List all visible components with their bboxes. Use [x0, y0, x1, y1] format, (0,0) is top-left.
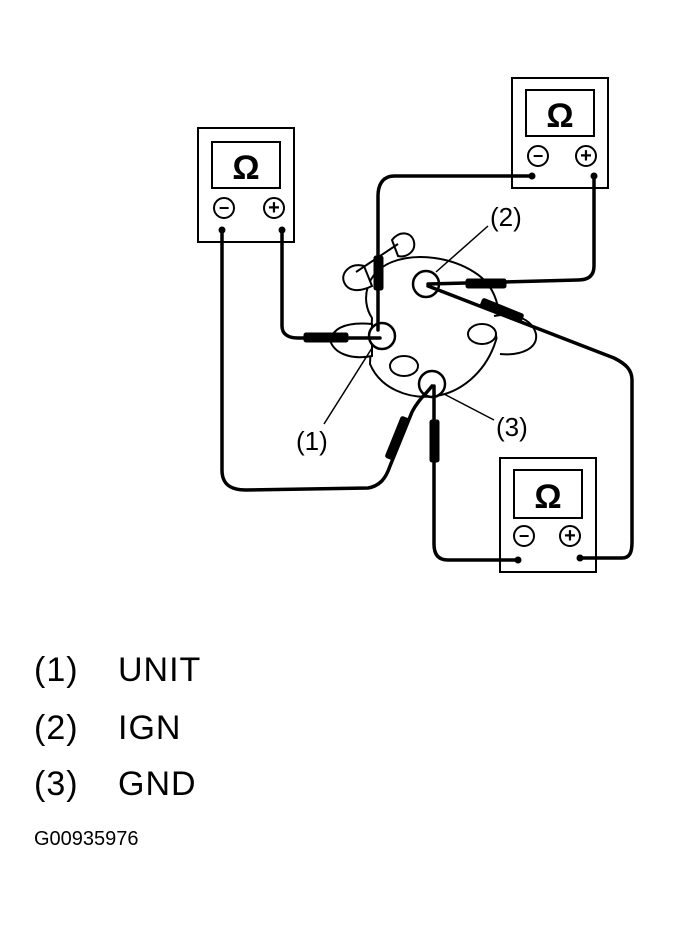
- meter-b-plus: +: [580, 145, 592, 167]
- legend-text: IGN: [118, 709, 182, 747]
- legend-num: (2): [34, 709, 79, 747]
- test-leads: [220, 174, 634, 562]
- meter-b-omega: Ω: [546, 97, 573, 135]
- terminal-1: [367, 321, 397, 351]
- terminal-3: [417, 369, 447, 399]
- legend-num: (3): [34, 765, 79, 803]
- ohmmeter-c: Ω − +: [499, 457, 597, 573]
- ohmmeter-b: Ω − +: [511, 77, 609, 189]
- meter-a-minus: −: [219, 198, 230, 218]
- callout-2: (2): [490, 202, 522, 232]
- lead-a-minus: [220, 228, 434, 492]
- meter-c-plus: +: [564, 525, 576, 547]
- meter-b-minus: −: [533, 146, 544, 166]
- lead-b-plus: [426, 174, 596, 286]
- lead-b-minus: [376, 174, 534, 332]
- legend-text: UNIT: [118, 651, 202, 689]
- callout-leaders: [323, 225, 495, 425]
- lead-a-plus: [280, 228, 382, 340]
- ohmmeter-a: Ω − +: [197, 127, 295, 243]
- legend-text: GND: [118, 765, 197, 803]
- legend-num: (1): [34, 651, 79, 689]
- meter-c-omega: Ω: [534, 478, 561, 516]
- probe-sleeves: [303, 255, 524, 463]
- meter-a-plus: +: [268, 197, 280, 219]
- meter-a-omega: Ω: [232, 149, 259, 187]
- meter-c-minus: −: [519, 526, 530, 546]
- wiring-diagram: Ω − + Ω − + Ω − +: [197, 77, 634, 573]
- lead-c-plus: [426, 284, 634, 560]
- lead-c-minus: [432, 384, 520, 562]
- figure-id: G00935976: [34, 828, 139, 850]
- callout-1: (1): [296, 426, 328, 456]
- sensor-body: [328, 232, 538, 398]
- callout-3: (3): [496, 412, 528, 442]
